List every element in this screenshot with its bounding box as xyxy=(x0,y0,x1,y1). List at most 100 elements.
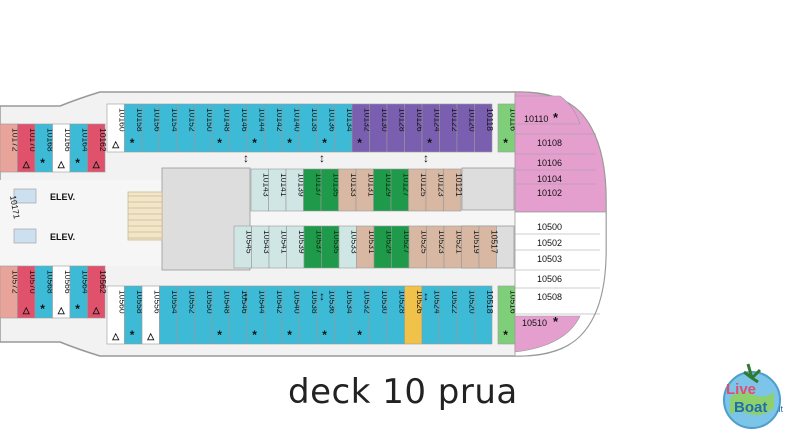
star-icon: * xyxy=(322,328,327,342)
cabin-10506: 10506 xyxy=(537,274,562,284)
star-icon: * xyxy=(503,328,508,342)
cabin-number: 10118 xyxy=(485,108,495,131)
cabin-10144: 10144* xyxy=(246,103,267,153)
cabin-10148: 10148* xyxy=(211,103,232,153)
elevator-label: ELEV. xyxy=(50,192,75,202)
cabin-10543: 10543 xyxy=(251,225,272,269)
cabin-number: 10135 xyxy=(331,173,341,197)
star-icon: * xyxy=(287,328,292,342)
cabin-10508: 10508 xyxy=(537,292,562,302)
elevator-bottom: ELEV. xyxy=(13,228,75,244)
star-icon: * xyxy=(217,328,222,342)
cabin-10562: 10562△ xyxy=(87,265,108,319)
cabin-number: 10126 xyxy=(415,108,425,132)
logo-suffix: .it xyxy=(776,404,784,414)
cabin-number: 10139 xyxy=(296,173,306,197)
connecting-door-icon: ↕ xyxy=(243,151,249,165)
cabin-number: 10120 xyxy=(467,108,477,132)
service-block-top xyxy=(461,167,515,211)
cabin-number: 10562 xyxy=(98,270,108,294)
cabin-box xyxy=(474,103,493,153)
cabin-number: 10538 xyxy=(310,290,320,314)
star-icon: * xyxy=(252,328,257,342)
bow-suites: 1011010108101061010410102*10500105021050… xyxy=(514,91,607,357)
triangle-icon: △ xyxy=(111,331,120,341)
cabin-10544: 10544 * xyxy=(246,285,267,345)
cabin-number: 10572 xyxy=(10,270,20,294)
cabin-number: 10540 xyxy=(292,290,302,314)
cabin-number: 10568 xyxy=(45,270,55,294)
cabin-10502: 10502 xyxy=(537,238,562,248)
cabin-number: 10527 xyxy=(402,230,412,254)
elevator-box xyxy=(13,228,37,244)
cabin-number: 10168 xyxy=(45,128,55,152)
cabin-10520: 10520 xyxy=(456,285,477,345)
cabin-number: 10144 xyxy=(257,108,267,132)
star-icon: * xyxy=(503,136,508,150)
cabin-number: 10154 xyxy=(170,108,180,132)
bow-suite-front xyxy=(514,95,581,125)
triangle-icon: △ xyxy=(22,159,31,169)
cabin-number: 10143 xyxy=(261,173,271,197)
cabin-number: 10543 xyxy=(262,230,272,254)
cabin-number: 10523 xyxy=(437,230,447,254)
cabin-number: 10518 xyxy=(485,290,495,314)
elevator-top: ELEV. xyxy=(13,188,75,204)
cabin-number: 10529 xyxy=(384,230,394,254)
cabin-number: 10534 xyxy=(345,290,355,314)
cabin-10110: 10110 xyxy=(524,114,548,124)
connecting-door-icon: ↕ xyxy=(423,289,429,303)
star-icon: * xyxy=(322,136,327,150)
cabin-number: 10128 xyxy=(397,108,407,132)
cabin-10518: 10518 xyxy=(474,285,495,345)
cabin-number: 10521 xyxy=(454,230,464,254)
cabin-number: 10136 xyxy=(327,108,337,132)
cabin-10503: 10503 xyxy=(537,254,562,264)
cabin-number: 10541 xyxy=(279,230,289,254)
staircase xyxy=(127,191,163,241)
cabin-number: 10160 xyxy=(117,108,127,132)
cabin-number: 10548 xyxy=(222,290,232,314)
star-icon: * xyxy=(40,156,45,170)
cabin-number: 10533 xyxy=(349,230,359,254)
stair-block xyxy=(127,191,163,241)
star-icon: * xyxy=(130,136,135,150)
cabin-number: 10122 xyxy=(450,108,460,132)
star-icon: * xyxy=(75,156,80,170)
star-icon: * xyxy=(75,302,80,316)
cabin-number: 10519 xyxy=(472,230,482,254)
cabin-number: 10148 xyxy=(222,108,232,132)
cabin-number: 10140 xyxy=(292,108,302,132)
cabin-10500: 10500 xyxy=(537,222,562,232)
cabin-number: 10130 xyxy=(380,108,390,132)
cabin-number: 10560 xyxy=(117,290,127,314)
star-icon: * xyxy=(252,136,257,150)
cabin-number: 10531 xyxy=(367,230,377,254)
bow-suite-bottom xyxy=(514,315,581,353)
cabin-number: 10162 xyxy=(98,128,108,152)
triangle-icon: △ xyxy=(146,331,155,341)
cabin-number: 10544 xyxy=(257,290,267,314)
cabin-number: 10528 xyxy=(397,290,407,314)
cabin-number: 10156 xyxy=(152,108,162,132)
cabin-number: 10537 xyxy=(314,230,324,254)
triangle-icon: △ xyxy=(57,159,66,169)
deck-title: deck 10 prua xyxy=(288,372,518,412)
cabin-10510: 10510 xyxy=(522,318,547,328)
cabin-10132: 10132* xyxy=(351,103,372,153)
cabin-number: 10123 xyxy=(436,173,446,197)
cabin-number: 10517 xyxy=(489,230,499,254)
cabin-number: 10530 xyxy=(380,290,390,314)
cabin-10118: 10118 xyxy=(474,103,495,153)
cabin-box xyxy=(443,168,462,212)
cabin-number: 10124 xyxy=(432,108,442,132)
star-icon: * xyxy=(357,136,362,150)
cabin-number: 10121 xyxy=(454,173,464,197)
cabin-number: 10172 xyxy=(10,128,20,152)
cabin-10156: 10156 xyxy=(141,103,162,153)
connecting-door-icon: ↕ xyxy=(243,289,249,303)
cabin-number: 10150 xyxy=(205,108,215,132)
cabin-number: 10131 xyxy=(366,173,376,197)
